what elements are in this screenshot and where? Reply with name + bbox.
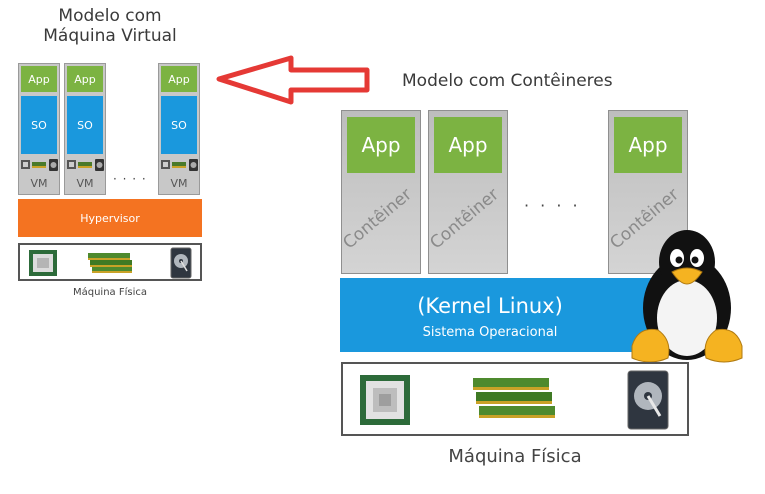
arrow-left-icon [216, 55, 370, 105]
container-label: Contêiner [339, 184, 416, 254]
vm-column: App SO VM [158, 63, 200, 195]
container-app-box: App [614, 117, 682, 173]
vm-model-title: Modelo com Máquina Virtual [0, 6, 220, 47]
hypervisor-bar: Hypervisor [18, 199, 202, 237]
vm-app-box: App [21, 66, 57, 92]
vm-column: App SO VM [18, 63, 60, 195]
vm-hardware-icons [160, 157, 200, 173]
cpu-icon [29, 250, 57, 276]
container-ellipsis: · · · · [524, 196, 581, 215]
container-app-box: App [434, 117, 502, 173]
vm-so-box: SO [67, 96, 103, 154]
vm-label: VM [76, 177, 94, 190]
vm-title-line1: Modelo com [58, 6, 162, 26]
hypervisor-label: Hypervisor [80, 211, 140, 225]
vm-label: VM [30, 177, 48, 190]
vm-app-box: App [161, 66, 197, 92]
container-column: App Contêiner [339, 110, 421, 274]
vm-column: App SO VM [64, 63, 106, 195]
vm-label: VM [170, 177, 188, 190]
container-hardware-box [341, 362, 689, 436]
mini-hardware-icon [161, 159, 198, 171]
vm-so-box: SO [161, 96, 197, 154]
hard-disk-icon [170, 247, 192, 279]
vm-hardware-label: Máquina Física [72, 287, 147, 298]
tux-penguin-icon [631, 230, 743, 363]
container-model-title: Modelo com Contêineres [402, 71, 613, 91]
container-label: Contêiner [426, 184, 503, 254]
cpu-icon [360, 375, 410, 425]
vm-hardware-icons [20, 157, 60, 173]
vm-hardware-box [18, 243, 202, 281]
vm-app-box: App [67, 66, 103, 92]
container-app-box: App [347, 117, 415, 173]
mini-hardware-icon [67, 159, 104, 171]
hard-disk-icon [627, 370, 669, 430]
ram-icon [473, 378, 555, 418]
container-column: App Contêiner [426, 110, 508, 274]
mini-hardware-icon [21, 159, 58, 171]
ram-icon [88, 253, 132, 273]
vm-ellipsis: · · · · [113, 172, 147, 186]
kernel-label: (Kernel Linux) [417, 294, 563, 318]
os-label: Sistema Operacional [422, 325, 558, 340]
container-hardware-label: Máquina Física [448, 446, 582, 467]
kernel-bar: (Kernel Linux) Sistema Operacional [340, 278, 690, 352]
vm-hardware-icons [66, 157, 106, 173]
vm-title-line2: Máquina Virtual [43, 26, 177, 47]
vm-so-box: SO [21, 96, 57, 154]
